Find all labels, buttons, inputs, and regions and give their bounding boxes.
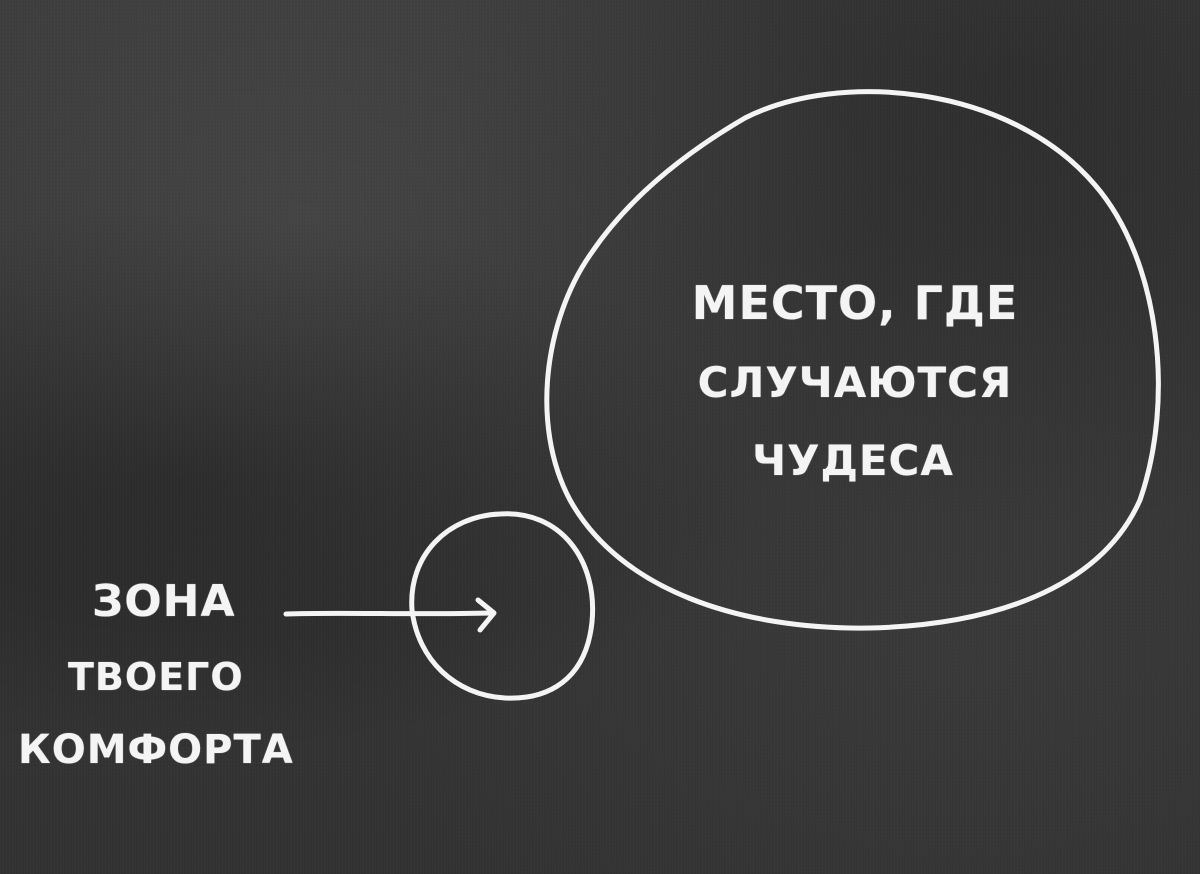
comfort-zone-label-line-3: КОМФОРТА (18, 727, 294, 773)
comfort-zone-circle (409, 511, 596, 701)
comfort-zone-label-line-2: ТВОЕГО (68, 655, 244, 699)
comfort-zone-label-line-1: ЗОНА (92, 576, 236, 627)
magic-zone-label-line-3: ЧУДЕСА (752, 436, 954, 485)
arrow-line (283, 610, 495, 617)
arrow-head-icon (475, 597, 497, 633)
magic-zone-label-line-2: СЛУЧАЮТСЯ (697, 358, 1013, 407)
magic-zone-label-line-1: МЕСТО, ГДЕ (691, 276, 1019, 330)
magic-zone-circle (544, 89, 1161, 631)
